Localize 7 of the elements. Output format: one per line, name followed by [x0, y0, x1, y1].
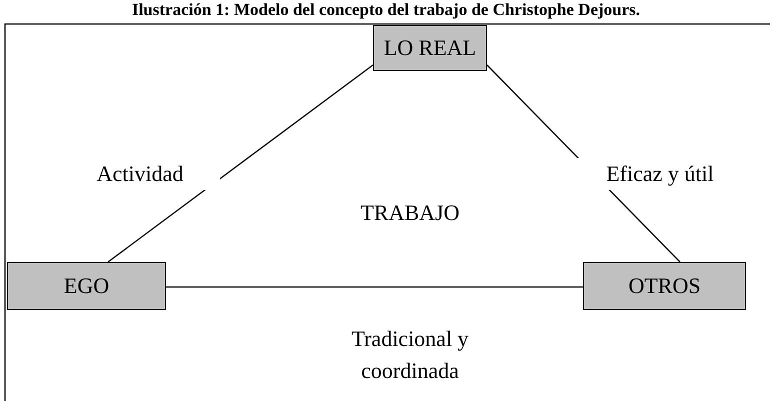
label-box: EGO	[7, 262, 166, 310]
label-box: OTROS	[583, 262, 746, 310]
title: Ilustración 1: Modelo del concepto del trabajo de Christophe Dejours.	[130, 0, 642, 20]
connector-line	[166, 286, 583, 288]
center-label: TRABAJO	[359, 200, 460, 226]
label-box: LO REAL	[373, 25, 487, 71]
connector-line	[108, 64, 374, 263]
